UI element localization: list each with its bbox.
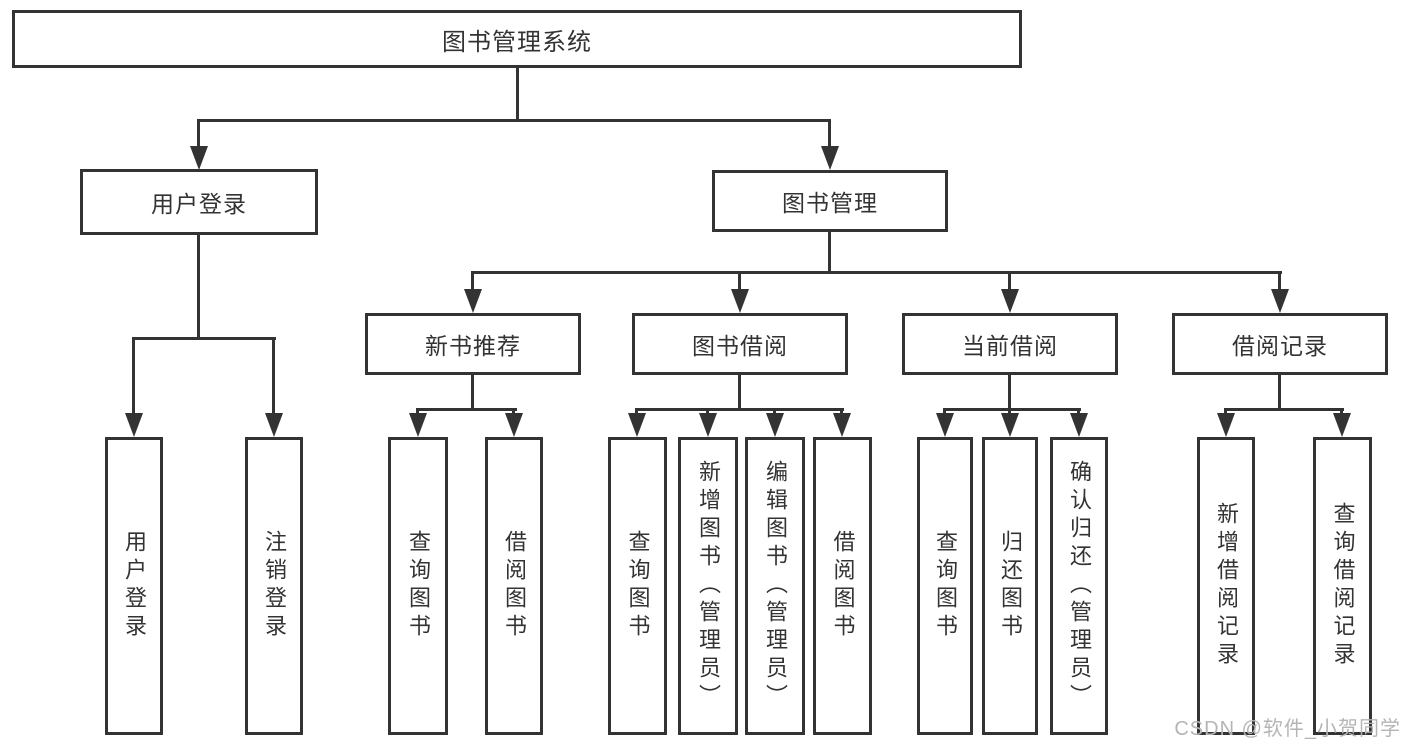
- node-query-books-current: 查询图书: [917, 437, 973, 735]
- arrow-down-icon: [1217, 413, 1235, 437]
- node-current-borrowing: 当前借阅: [902, 313, 1118, 375]
- node-label: 借阅记录: [1232, 333, 1328, 359]
- arrow-down-icon: [1333, 413, 1351, 437]
- node-book-borrowing: 图书借阅: [632, 313, 848, 375]
- node-add-books-admin: 新增图书（管理员）: [678, 437, 738, 735]
- arrow-down-icon: [409, 413, 427, 437]
- node-edit-books-admin: 编辑图书（管理员）: [745, 437, 805, 735]
- arrow-down-icon: [1001, 289, 1019, 313]
- node-query-books-recommend: 查询图书: [388, 437, 448, 735]
- node-borrow-books-recommend: 借阅图书: [485, 437, 543, 735]
- node-label: 当前借阅: [962, 333, 1058, 359]
- node-label: 注销登录: [262, 530, 287, 642]
- node-add-borrow-record: 新增借阅记录: [1197, 437, 1255, 735]
- node-label: 借阅图书: [830, 530, 856, 642]
- node-label: 借阅图书: [502, 530, 527, 642]
- arrow-down-icon: [265, 413, 283, 437]
- connector-login-leaf-drop: [132, 337, 135, 415]
- connector-new-book-branch: [417, 408, 517, 411]
- arrow-down-icon: [628, 413, 646, 437]
- arrow-down-icon: [190, 146, 208, 170]
- connector-root-stem: [516, 67, 519, 121]
- node-query-borrow-record: 查询借阅记录: [1313, 437, 1372, 735]
- node-label: 归还图书: [998, 530, 1023, 642]
- arrow-down-icon: [505, 413, 523, 437]
- connector-user-login-drop: [197, 119, 200, 150]
- connector-level3-branch: [471, 271, 1282, 274]
- connector-new-book-stem: [471, 374, 474, 411]
- node-label: 图书管理系统: [442, 28, 592, 56]
- arrow-down-icon: [464, 289, 482, 313]
- node-label: 编辑图书（管理员）: [763, 460, 788, 712]
- node-label: 图书借阅: [692, 333, 788, 359]
- arrow-down-icon: [936, 413, 954, 437]
- node-new-book-recommendation: 新书推荐: [365, 313, 581, 375]
- connector-user-login-stem: [197, 233, 200, 340]
- arrow-down-icon: [1001, 413, 1019, 437]
- arrow-down-icon: [125, 413, 143, 437]
- connector-current-borrowing-drop: [1008, 271, 1011, 292]
- node-label: 用户登录: [151, 191, 247, 217]
- connector-borrowing-records-drop: [1278, 271, 1281, 292]
- node-borrow-books-borrowing: 借阅图书: [813, 437, 872, 735]
- node-borrowing-records: 借阅记录: [1172, 313, 1388, 375]
- connector-level2-branch: [198, 119, 831, 122]
- node-label: 查询图书: [406, 530, 431, 642]
- connector-book-management-stem: [828, 230, 831, 274]
- node-label: 新书推荐: [425, 333, 521, 359]
- node-confirm-return-admin: 确认归还（管理员）: [1050, 437, 1108, 735]
- node-return-books: 归还图书: [982, 437, 1038, 735]
- connector-user-login-branch: [132, 337, 276, 340]
- node-book-management: 图书管理: [712, 170, 948, 232]
- csdn-watermark: CSDN @软件_小贺同学: [1174, 718, 1401, 740]
- node-label: 新增借阅记录: [1214, 502, 1239, 670]
- node-label: 用户登录: [122, 530, 147, 642]
- node-label: 查询借阅记录: [1330, 502, 1356, 670]
- arrow-down-icon: [1070, 413, 1088, 437]
- arrow-down-icon: [821, 146, 839, 170]
- connector-current-borrowing-stem: [1008, 374, 1011, 411]
- node-library-management-system: 图书管理系统: [12, 10, 1022, 68]
- node-label: 查询图书: [933, 530, 958, 642]
- connector-borrowing-records-stem: [1278, 374, 1281, 411]
- node-label: 图书管理: [782, 190, 878, 216]
- node-label: 查询图书: [625, 530, 651, 642]
- node-logout-leaf: 注销登录: [245, 437, 303, 735]
- node-query-books-borrowing: 查询图书: [608, 437, 667, 735]
- connector-logout-leaf-drop: [272, 337, 275, 415]
- arrow-down-icon: [699, 413, 717, 437]
- node-label: 新增图书（管理员）: [696, 460, 721, 712]
- node-label: 确认归还（管理员）: [1067, 460, 1092, 712]
- connector-book-borrowing-branch: [636, 408, 844, 411]
- connector-current-borrowing-branch: [944, 408, 1081, 411]
- arrow-down-icon: [1271, 289, 1289, 313]
- connector-new-book-drop: [471, 271, 474, 292]
- arrow-down-icon: [766, 413, 784, 437]
- connector-borrowing-records-branch: [1225, 408, 1344, 411]
- connector-book-borrowing-drop: [738, 271, 741, 292]
- connector-book-borrowing-stem: [738, 374, 741, 411]
- arrow-down-icon: [833, 413, 851, 437]
- node-user-login: 用户登录: [80, 169, 318, 235]
- node-user-login-leaf: 用户登录: [105, 437, 163, 735]
- connector-book-management-drop: [828, 119, 831, 150]
- arrow-down-icon: [731, 289, 749, 313]
